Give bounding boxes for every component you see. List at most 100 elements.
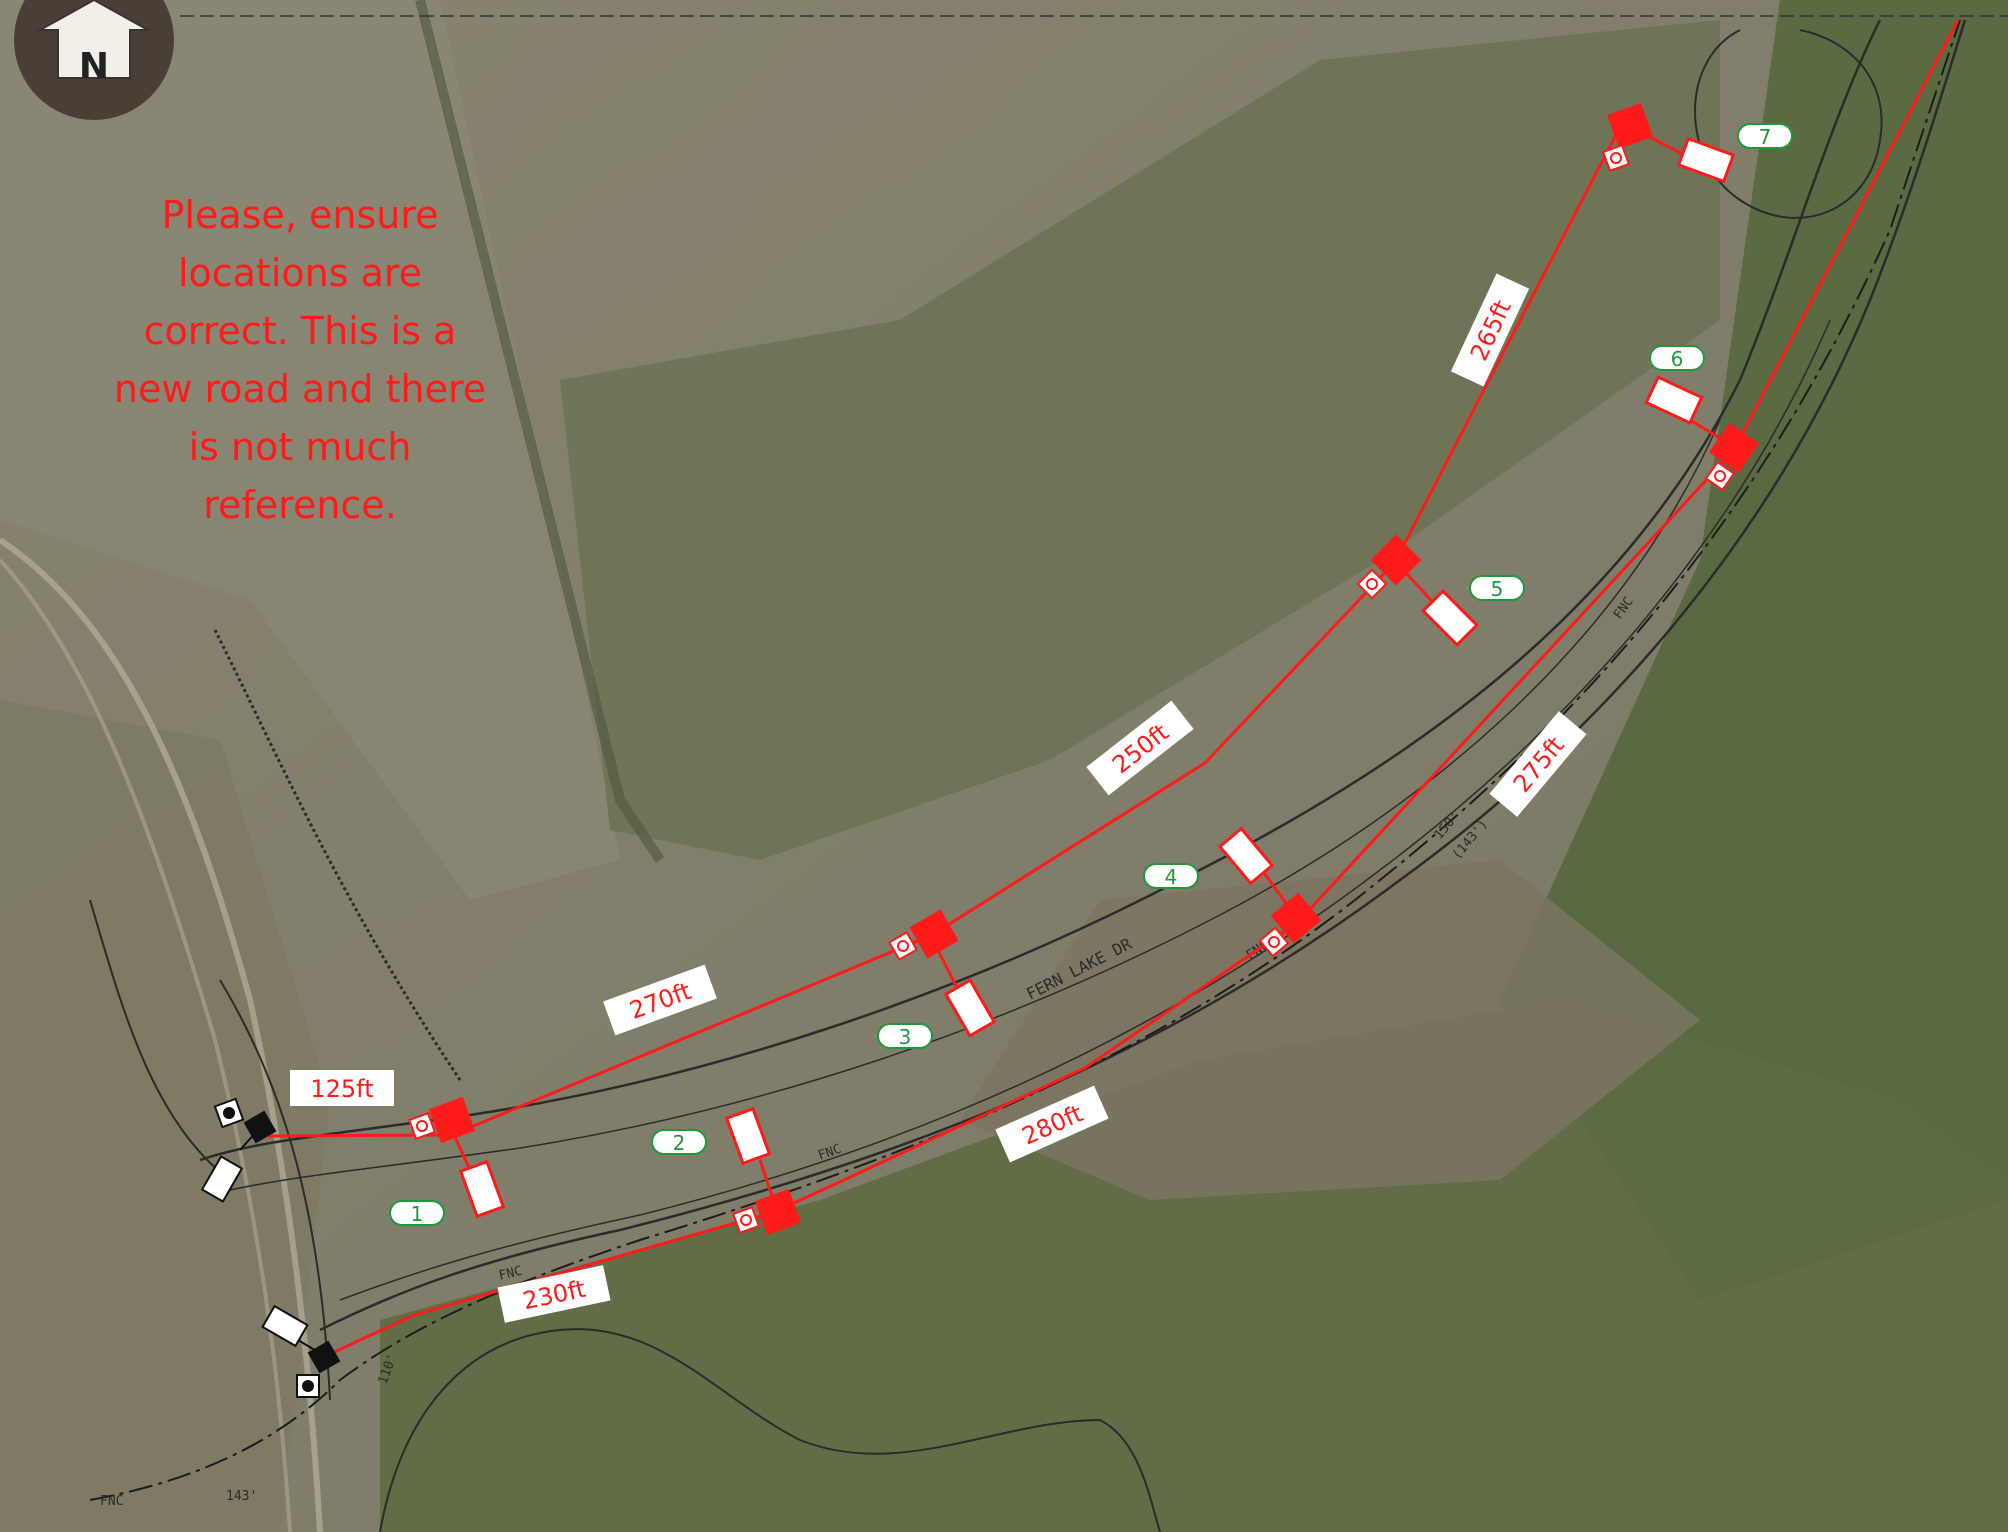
pole-number-6: 6 bbox=[1649, 345, 1705, 371]
note-line-5: is not much bbox=[189, 425, 412, 469]
pole-number-7: 7 bbox=[1737, 123, 1793, 149]
pole-tag bbox=[1601, 143, 1631, 173]
vegetation-center bbox=[560, 20, 1720, 860]
pole-number-text: 6 bbox=[1671, 347, 1684, 371]
distance-label-230ft: 230ft bbox=[497, 1265, 611, 1323]
pole-box bbox=[458, 1159, 506, 1219]
existing-pole-marker bbox=[243, 1110, 277, 1144]
field-west-lower bbox=[0, 700, 330, 1532]
pole-target-icon bbox=[1366, 578, 1378, 590]
pole-marker bbox=[428, 1096, 476, 1144]
proposed-pole-6 bbox=[1644, 375, 1760, 492]
note-line-1: Please, ensure bbox=[162, 193, 439, 237]
pole-marker bbox=[1370, 534, 1422, 586]
existing-pole-marker bbox=[307, 1340, 341, 1374]
existing-pole-box bbox=[261, 1304, 309, 1348]
pole-number-2: 2 bbox=[651, 1129, 707, 1155]
pole-target-icon bbox=[1610, 152, 1622, 164]
proposed-pole-7 bbox=[1601, 102, 1736, 184]
west-road-curve bbox=[89, 899, 231, 1181]
pole-box bbox=[943, 978, 997, 1038]
pole-marker bbox=[1270, 892, 1322, 944]
note-line-3: correct. This is a bbox=[144, 309, 457, 353]
pole-tag bbox=[731, 1205, 761, 1235]
south-road-edge bbox=[379, 1328, 1161, 1532]
pole-marker bbox=[909, 909, 959, 959]
distance-label-bg bbox=[1086, 700, 1194, 796]
distance-label-bg bbox=[995, 1085, 1109, 1163]
north-arrow-label: N bbox=[79, 46, 109, 87]
note-line-4: new road and there bbox=[114, 367, 486, 411]
pole-box bbox=[1217, 826, 1275, 886]
pole-box bbox=[1644, 375, 1704, 425]
pole-box bbox=[1421, 589, 1479, 647]
proposed-pole-3 bbox=[887, 909, 997, 1038]
north-arrow-icon bbox=[36, 0, 152, 79]
distance-label-bg bbox=[290, 1070, 394, 1106]
pole-target-icon bbox=[1714, 470, 1726, 482]
note-line-6: reference. bbox=[203, 483, 397, 527]
field-north-west bbox=[0, 0, 620, 900]
cul-de-sac bbox=[1694, 29, 1883, 219]
pole-target-icon bbox=[1268, 936, 1280, 948]
pole-box bbox=[724, 1106, 772, 1166]
pole-number-text: 1 bbox=[411, 1202, 424, 1226]
pole-tag bbox=[1356, 568, 1388, 600]
dirt-track-2 bbox=[0, 558, 292, 1532]
pole-number-bg bbox=[1469, 575, 1525, 601]
pole-number-5: 5 bbox=[1469, 575, 1525, 601]
road-edge-south bbox=[319, 19, 1967, 1332]
north-arrow: N bbox=[14, 0, 174, 120]
pole-number-3: 3 bbox=[877, 1023, 933, 1049]
distance-label-125ft: 125ft bbox=[290, 1070, 394, 1106]
pole-target-icon bbox=[416, 1120, 428, 1132]
pole-number-bg bbox=[1737, 123, 1793, 149]
dirt-track-1 bbox=[0, 537, 323, 1532]
pole-target-icon bbox=[740, 1214, 752, 1226]
distance-label-bg bbox=[603, 964, 717, 1036]
west-road-edge bbox=[219, 979, 331, 1401]
curb-south bbox=[339, 319, 1831, 1301]
distance-label-bg bbox=[497, 1265, 611, 1323]
existing-pole-guy bbox=[297, 1339, 319, 1353]
pole-number-text: 4 bbox=[1165, 865, 1178, 889]
location-note: Please, ensure locations are correct. Th… bbox=[114, 193, 486, 527]
pole-number-text: 7 bbox=[1759, 125, 1772, 149]
pole-number-bg bbox=[651, 1129, 707, 1155]
proposed-pole-4 bbox=[1217, 826, 1322, 958]
pole-tag bbox=[1704, 460, 1736, 492]
existing-pole-southwest bbox=[261, 1304, 341, 1398]
plan-note-143: 143' bbox=[226, 1489, 257, 1504]
lot-line-west bbox=[213, 629, 462, 1081]
proposed-pole-5 bbox=[1356, 534, 1479, 647]
pole-number-bg bbox=[1143, 863, 1199, 889]
curb-north bbox=[229, 419, 1721, 1191]
pole-box bbox=[1676, 136, 1736, 184]
distance-label-text: 125ft bbox=[310, 1075, 373, 1103]
fence-label-5: FNC bbox=[100, 1494, 123, 1509]
note-line-2: locations are bbox=[178, 251, 422, 295]
distance-label-bg bbox=[1489, 711, 1587, 817]
drainage-line bbox=[415, 0, 665, 863]
existing-pole-dot-icon bbox=[302, 1380, 314, 1392]
pole-tag bbox=[1258, 926, 1290, 958]
pole-marker bbox=[1708, 422, 1760, 474]
proposed-pole-2 bbox=[724, 1106, 802, 1236]
pole-lead bbox=[452, 1134, 472, 1171]
field-south-east bbox=[960, 860, 1700, 1200]
pole-number-4: 4 bbox=[1143, 863, 1199, 889]
pole-marker bbox=[754, 1188, 802, 1236]
pole-number-text: 3 bbox=[899, 1025, 912, 1049]
distance-label-bg bbox=[1450, 273, 1530, 387]
pole-tag bbox=[887, 930, 919, 962]
pole-marker bbox=[1606, 102, 1654, 150]
pole-number-bg bbox=[877, 1023, 933, 1049]
vegetation-south bbox=[380, 1000, 2008, 1532]
existing-pole-dot-icon bbox=[223, 1107, 235, 1119]
pole-number-bg bbox=[1649, 345, 1705, 371]
pole-number-text: 2 bbox=[673, 1131, 686, 1155]
pole-number-1: 1 bbox=[389, 1200, 445, 1226]
fence-label-1: FNC bbox=[497, 1264, 523, 1284]
